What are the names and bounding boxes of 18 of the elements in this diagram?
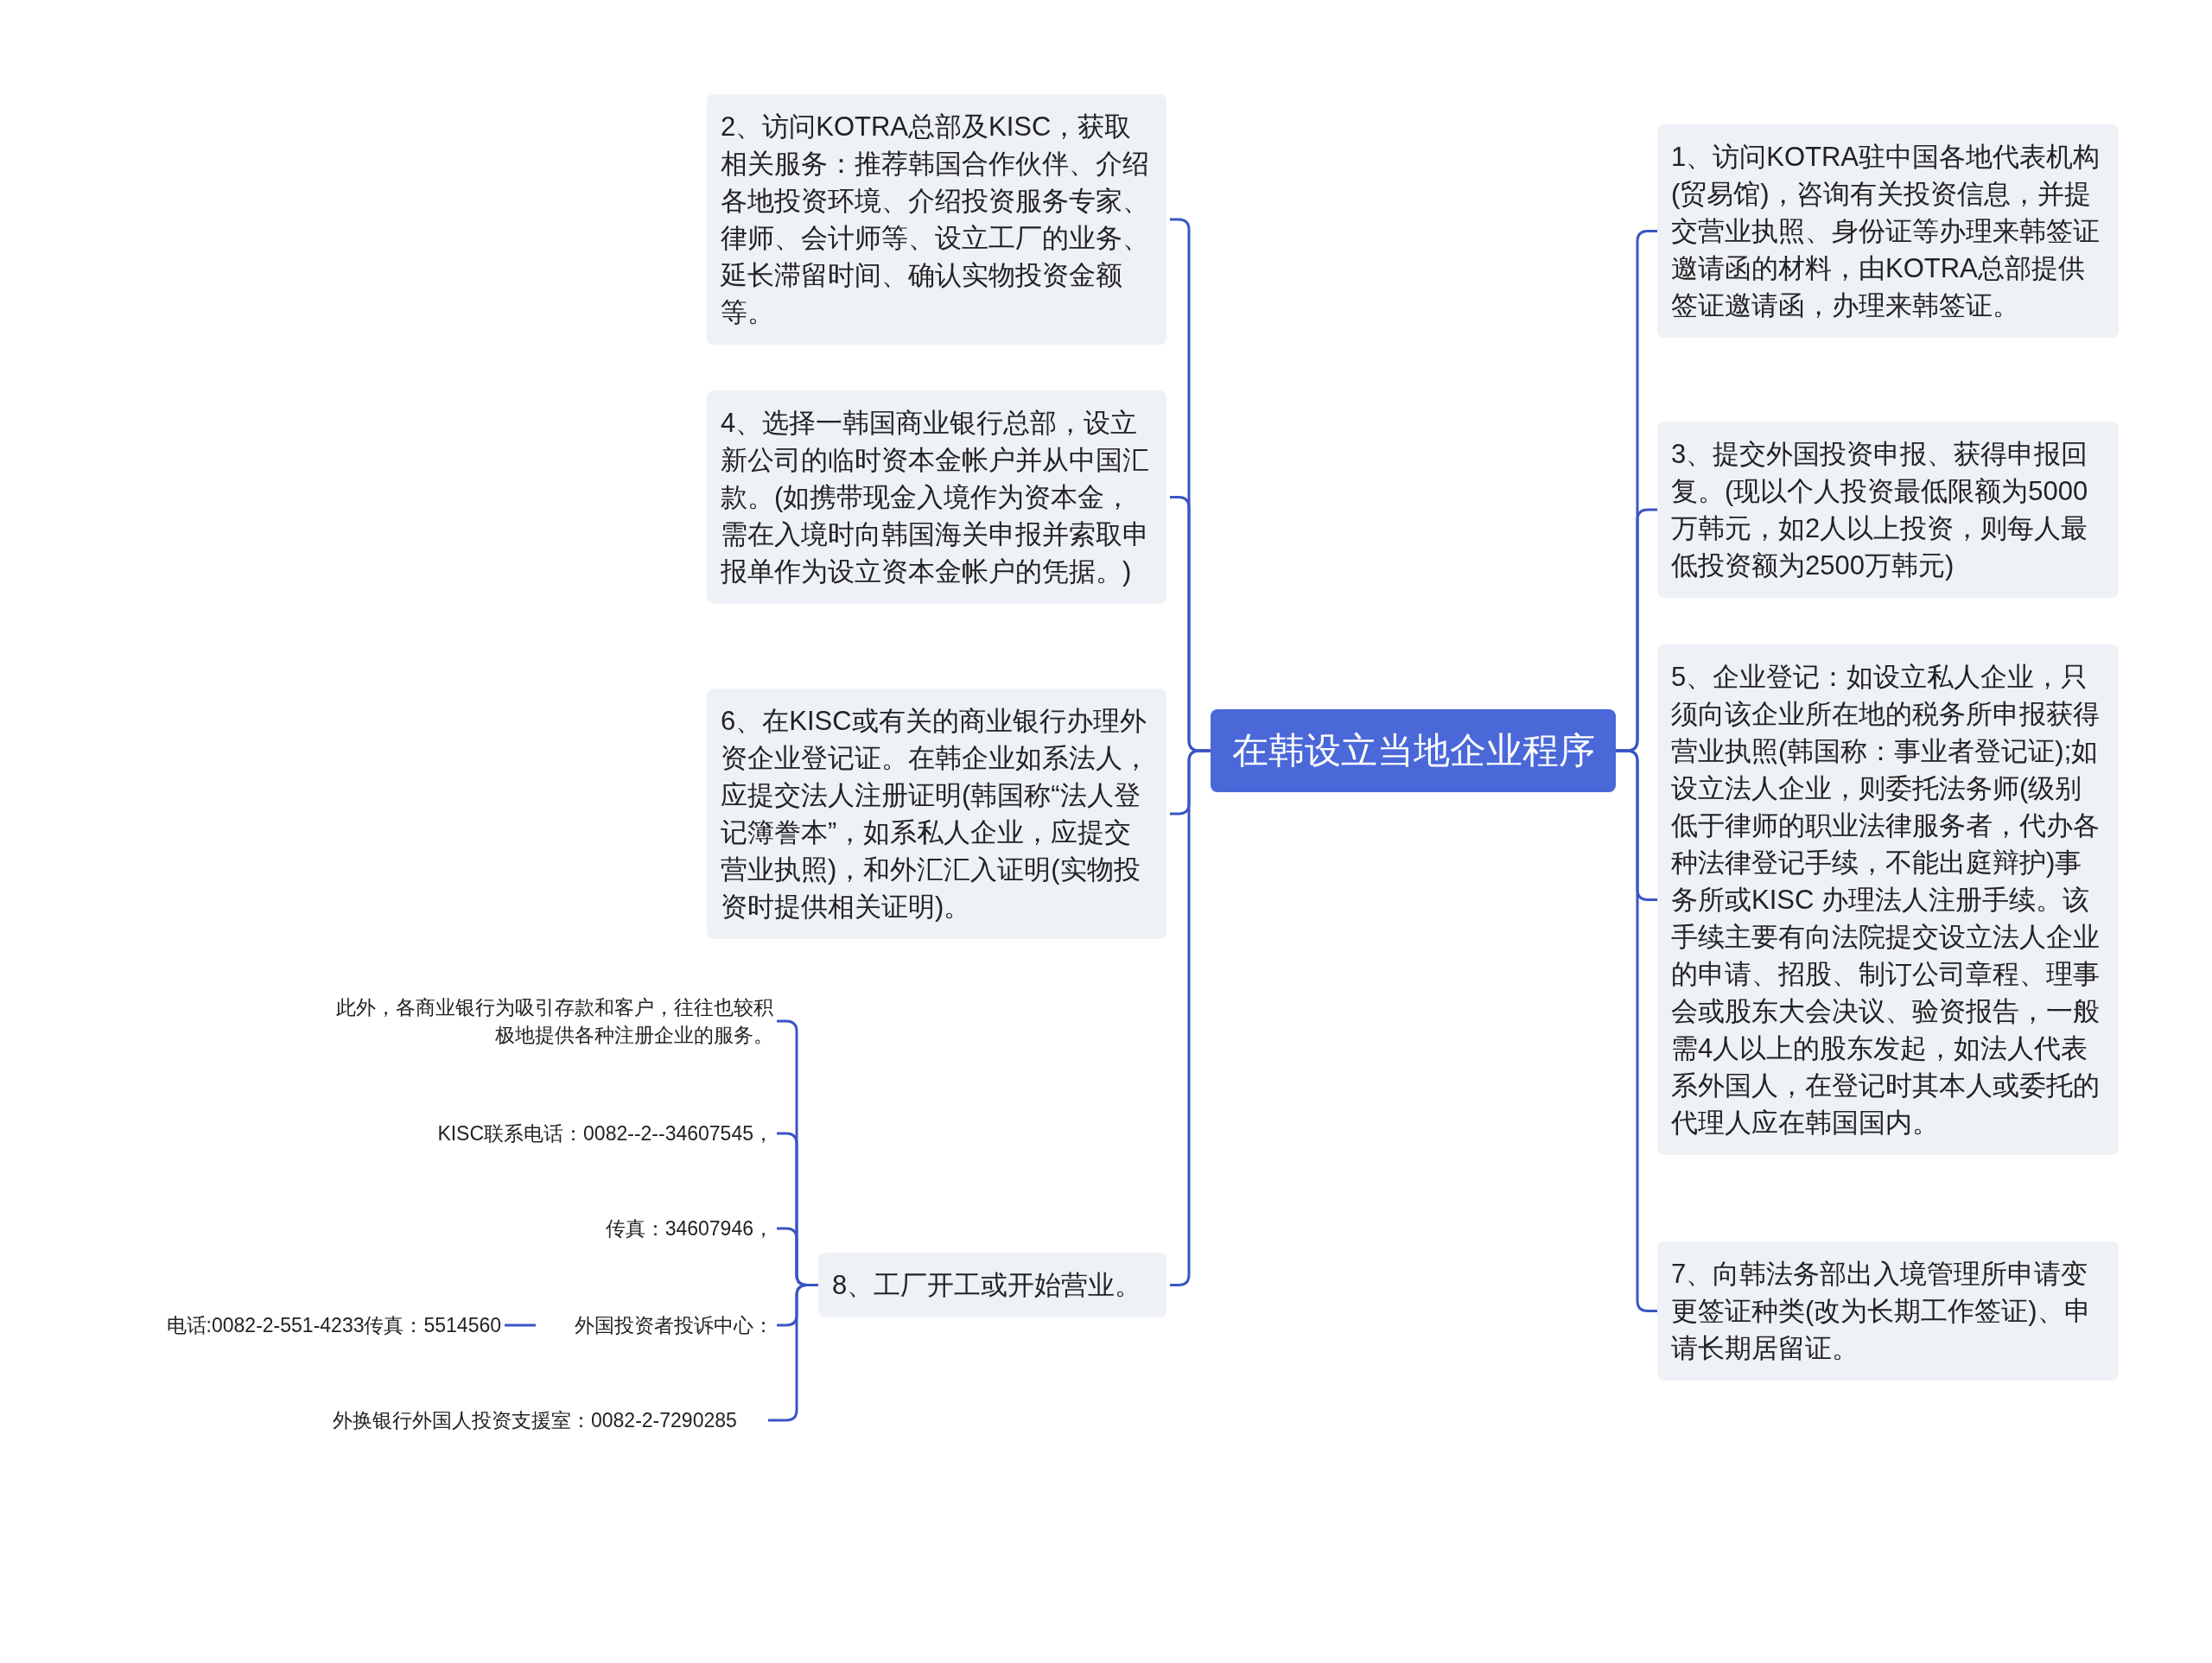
branch-text: 外国投资者投诉中心： bbox=[536, 1311, 773, 1339]
branch-text: 电话:0082-2-551-4233传真：5514560 bbox=[86, 1311, 501, 1339]
branch-text: 外换银行外国人投资支援室：0082-2-7290285 bbox=[333, 1406, 765, 1434]
central-topic-box: 在韩设立当地企业程序 bbox=[1211, 709, 1616, 792]
connector-line bbox=[1616, 749, 1657, 1312]
topic-box: 6、在KISC或有关的商业银行办理外资企业登记证。在韩企业如系法人，应提交法人注册证明(韩国称“法人登记簿誊本”，如系私人企业，应提交营业执照)，和外汇汇入证明(实物投资时提供相关证明)。 bbox=[707, 689, 1166, 939]
topic-box: 4、选择一韩国商业银行总部，设立新公司的临时资本金帐户并从中国汇款。(如携带现金入境作为资本金，需在入境时向韩国海关申报并索取申报单作为设立资本金帐户的凭据。) bbox=[707, 390, 1166, 604]
connector-line bbox=[505, 1323, 536, 1327]
topic-box: 5、企业登记：如设立私人企业，只须向该企业所在地的税务所申报获得营业执照(韩国称：事业者登记证);如设立法人企业，则委托法务师(级别低于律师的职业法律服务者，代办各种法律登记手续，不能出庭辩护)事务所或KISC 办理法人注册手续。该手续主要有向法院提交设立法人企业的申请、招股、制订公司章程、理事会或股东大会决议、验资报告，一般需4人以上的股东发起，如法人代表系外国人，在登记时其本人或委托的代理人应在韩国国内。 bbox=[1657, 644, 2119, 1155]
topic-box: 3、提交外国投资申报、获得申报回复。(现以个人投资最低限额为5000万韩元，如2人以上投资，则每人最低投资额为2500万韩元) bbox=[1657, 422, 2119, 598]
topic-box: 8、工厂开工或开始营业。 bbox=[818, 1253, 1166, 1317]
branch-text: 此外，各商业银行为吸引存款和客户，往往也较积极地提供各种注册企业的服务。 bbox=[320, 993, 773, 1049]
branch-text: 传真：34607946， bbox=[320, 1215, 773, 1242]
topic-box: 7、向韩法务部出入境管理所申请变更签证种类(改为长期工作签证)、申请长期居留证。 bbox=[1657, 1241, 2119, 1381]
topic-box: 1、访问KOTRA驻中国各地代表机构(贸易馆)，咨询有关投资信息，并提交营业执照、身份证等办理来韩签证邀请函的材料，由KOTRA总部提供签证邀请函，办理来韩签证。 bbox=[1657, 124, 2119, 338]
branch-text: KISC联系电话：0082--2--34607545， bbox=[320, 1120, 773, 1147]
topic-box: 2、访问KOTRA总部及KISC，获取相关服务：推荐韩国合作伙伴、介绍各地投资环境、介绍投资服务专家、律师、会计师等、设立工厂的业务、延长滞留时间、确认实物投资金额等。 bbox=[707, 94, 1166, 345]
connector-line bbox=[1170, 749, 1211, 1286]
